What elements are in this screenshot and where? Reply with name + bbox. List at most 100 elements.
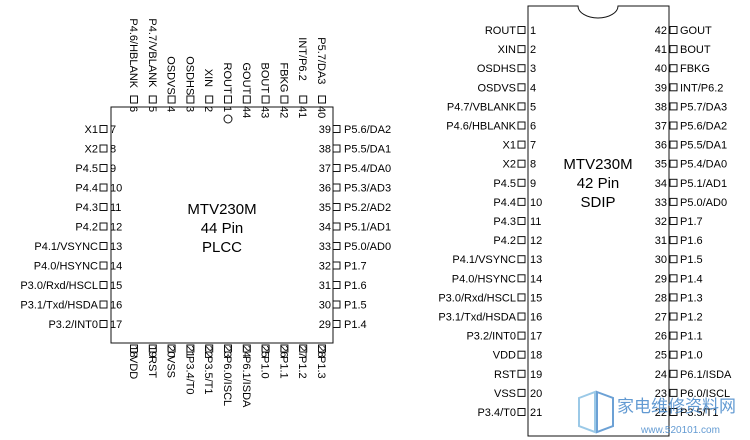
sdip-pin-name: ROUT [485, 25, 516, 37]
sdip-pin-name: P4.6/HBLANK [446, 121, 516, 133]
sdip-pin-name: X2 [503, 159, 516, 171]
plcc-pin-name: P1.7 [344, 261, 367, 273]
sdip-pin-pad [517, 350, 526, 359]
sdip-pin-pad [517, 331, 526, 340]
sdip-pin-name: XIN [498, 44, 516, 56]
sdip-pin-name: BOUT [680, 44, 711, 56]
sdip-pin-pad [669, 331, 678, 340]
sdip-pin-number: 12 [530, 235, 542, 247]
plcc-pin-pad [99, 222, 108, 231]
plcc-pin-pad [148, 95, 157, 104]
sdip-pin-name: GOUT [680, 25, 712, 37]
plcc-pin-pad [280, 344, 289, 353]
plcc-pin-pad [332, 164, 341, 172]
plcc-bottom-pins: 18VDD19RST20VSS21P3.4/T022P3.5/T123P6.0/… [127, 344, 327, 408]
plcc-pin-number: 2 [202, 106, 214, 112]
plcc-pin-pad [99, 144, 108, 153]
sdip-pin-number: 1 [530, 25, 536, 37]
sdip-pin-number: 4 [530, 82, 536, 94]
sdip-pin-name: FBKG [680, 63, 710, 75]
plcc-pin-number: 40 [315, 106, 327, 118]
plcc-pin-name: VSS [165, 356, 177, 378]
sdip-pin-pad [669, 369, 678, 378]
plcc-pin-pad [99, 183, 108, 192]
plcc-pin-pad [332, 320, 341, 328]
plcc-pin-number: 37 [319, 163, 331, 175]
sdip-pin-name: P1.6 [680, 235, 703, 247]
plcc-pin-name: OSDHS [183, 56, 195, 95]
plcc-pin-name: P1.5 [344, 300, 367, 312]
plcc-pin-number: 32 [319, 261, 331, 273]
plcc-pin-name: P4.0/HSYNC [34, 261, 98, 273]
plcc-pin-number: 1 [221, 106, 233, 112]
sdip-pin-number: 7 [530, 140, 536, 152]
plcc-pin-number: 44 [240, 106, 252, 118]
sdip-pin-name: P6.0/ISCL [680, 388, 730, 400]
sdip-pin-number: 31 [655, 235, 667, 247]
sdip-pin-pad [517, 64, 526, 73]
sdip-pin-name: P3.2/INT0 [466, 331, 516, 343]
plcc-pin-pad [332, 300, 341, 309]
sdip-pin-number: 34 [655, 178, 667, 190]
sdip-pin-number: 23 [655, 388, 667, 400]
sdip-pin-name: P4.4 [493, 197, 516, 209]
sdip-pin-name: P4.5 [493, 178, 516, 190]
sdip-pin-pad [669, 408, 678, 416]
plcc-pin-pad [318, 344, 326, 353]
sdip-pin-number: 14 [530, 273, 542, 285]
sdip-pin-number: 26 [655, 331, 667, 343]
plcc-pin-number: 29 [319, 319, 331, 331]
plcc-pin-pad [167, 95, 176, 104]
sdip-pin-pad [517, 102, 526, 111]
plcc-pin-number: 38 [319, 144, 331, 156]
sdip-pin-number: 32 [655, 216, 667, 228]
sdip-pin-number: 10 [530, 197, 542, 209]
sdip-pin-name: P1.4 [680, 273, 703, 285]
plcc-pin-pad [299, 95, 308, 104]
plcc-pin-name: OSDVS [165, 56, 177, 95]
plcc-pin-number: 43 [259, 106, 271, 118]
sdip-title: MTV230M [563, 156, 632, 173]
sdip-pin-name: OSDVS [477, 82, 516, 94]
plcc-pin-pad [224, 95, 232, 104]
sdip-pin-name: RST [494, 369, 516, 381]
sdip-pin-name: P1.1 [680, 331, 703, 343]
sdip-pin-name: P4.2 [493, 235, 516, 247]
plcc-pin-pad [148, 344, 157, 353]
sdip-pin-pad [517, 408, 526, 416]
sdip-pin-pad [669, 178, 678, 187]
plcc-pin-pad [99, 242, 108, 250]
plcc-pin-name: RST [146, 356, 158, 378]
sdip-pin-number: 17 [530, 331, 542, 343]
plcc-pin-name: X1 [85, 124, 98, 136]
sdip-pin-name: P4.1/VSYNC [452, 254, 516, 266]
sdip-pin-number: 40 [655, 63, 667, 75]
plcc-pin-number: 3 [183, 106, 195, 112]
plcc-pin-name: P4.1/VSYNC [34, 241, 98, 253]
sdip-pin-name: P5.0/AD0 [680, 197, 727, 209]
sdip-pin-pad [517, 236, 526, 245]
plcc-pin-name: P4.7/VBLANK [146, 18, 158, 88]
plcc-pin-pad [332, 281, 341, 289]
sdip-pin-name: P4.3 [493, 216, 516, 228]
sdip-pin-pad [669, 83, 678, 92]
plcc-subtitle: 44 Pin [201, 220, 244, 237]
sdip-pin-number: 16 [530, 312, 542, 324]
plcc-pin-name: BOUT [259, 63, 271, 94]
plcc-pin-name: P5.6/DA2 [344, 124, 391, 136]
sdip-pin-pad [669, 26, 678, 34]
plcc-pin-name: GOUT [240, 63, 252, 95]
plcc-pin-pad [224, 344, 232, 353]
watermark-text: 家电维修资料网 [617, 397, 736, 416]
plcc-pin-number: 10 [110, 183, 122, 195]
plcc-pin-name: VDD [127, 356, 139, 379]
plcc-pin-pad [186, 344, 195, 353]
sdip-pin-pad [517, 140, 526, 149]
sdip-pin-pad [517, 312, 526, 321]
sdip-pin-pad [517, 274, 526, 283]
sdip-pin-name: P3.1/Txd/HSDA [438, 312, 516, 324]
plcc-pin-number: 17 [110, 319, 122, 331]
sdip-pin-number: 27 [655, 312, 667, 324]
plcc-pin-name: P1.4 [344, 319, 367, 331]
